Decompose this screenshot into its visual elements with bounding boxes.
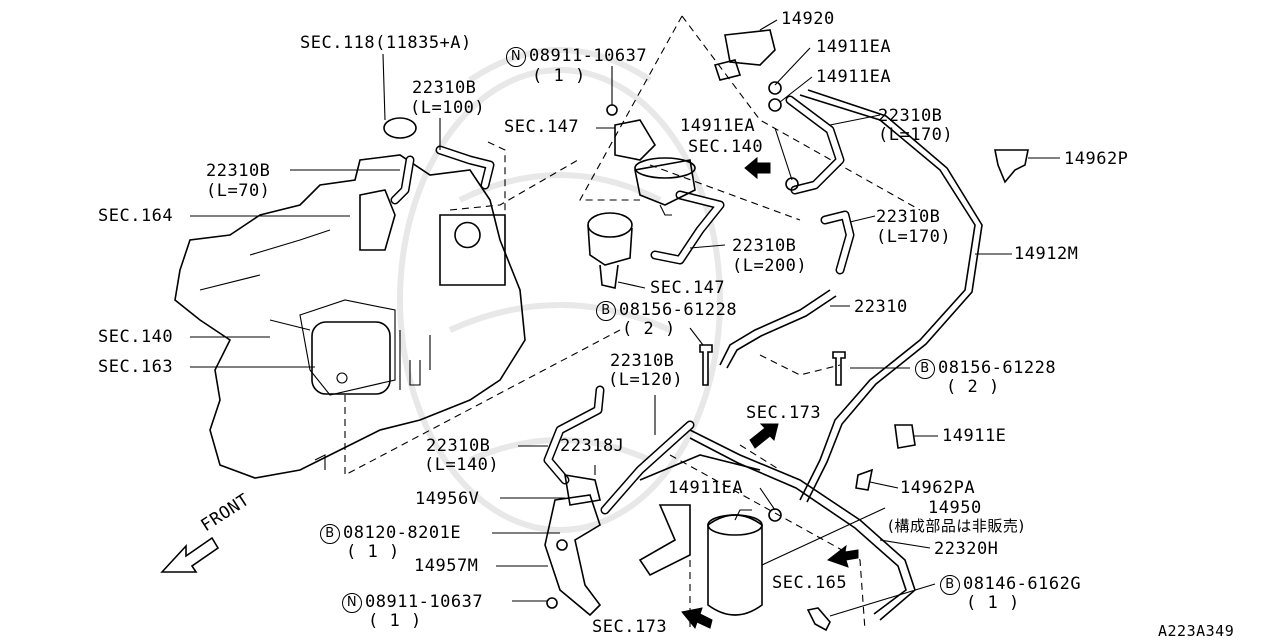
vacuum-hoses (390, 95, 855, 515)
label-14920: 14920 (781, 9, 835, 29)
label-22310b-140: 22310B (426, 436, 491, 456)
label-14912m: 14912M (1014, 244, 1079, 264)
watermark-logo (397, 47, 723, 533)
canister-14950 (638, 504, 763, 616)
label-22310b-70-length: (L=70) (206, 181, 271, 201)
arrow-sec140 (744, 156, 771, 180)
label-22310b-120: 22310B (610, 351, 675, 371)
arrow-sec173-right (749, 423, 779, 449)
purge-control-valve (614, 119, 696, 216)
label-14911e: 14911E (942, 426, 1007, 446)
label-14962pa: 14962PA (900, 478, 976, 498)
label-22310b-170a: 22310B (878, 106, 943, 126)
label-22310b-100: 22310B (412, 78, 477, 98)
label-sec165: SEC.165 (772, 573, 848, 593)
label-22310b-170b: 22310B (876, 207, 941, 227)
label-14950-note: (構成部品は非販売) (888, 517, 1025, 535)
label-08146-qty: ( 1 ) (966, 593, 1020, 613)
label-22310: 22310 (854, 297, 908, 317)
direction-arrows (160, 156, 859, 630)
engine-assembly (174, 154, 526, 479)
label-sec173-bot: SEC.173 (592, 617, 668, 637)
label-22310b-100-length: (L=100) (410, 98, 486, 118)
label-14911ea-4: 14911EA (668, 478, 744, 498)
label-22310b-70: 22310B (206, 161, 271, 181)
diagram-code: A223A349 (1158, 622, 1235, 640)
label-08156-top-qty: ( 2 ) (622, 319, 676, 339)
label-sec163: SEC.163 (98, 357, 174, 377)
label-22318j: 22318J (560, 436, 625, 456)
label-08120-qty: ( 1 ) (346, 542, 400, 562)
b-marker-icon: B (915, 359, 935, 379)
label-08911-top-qty: ( 1 ) (532, 66, 586, 86)
b-marker-icon: B (596, 301, 616, 321)
label-14956v: 14956V (415, 489, 480, 509)
bolts (546, 104, 846, 632)
label-14911ea-2: 14911EA (816, 67, 892, 87)
label-14950: 14950 (928, 498, 982, 518)
label-22310b-170b-length: (L=170) (876, 227, 952, 247)
clips (768, 81, 1029, 522)
label-22310b-120-length: (L=120) (608, 370, 684, 390)
label-22310b-140-length: (L=140) (424, 455, 500, 475)
b-marker-icon: B (940, 575, 960, 595)
label-14911ea-3: 14911EA (680, 116, 756, 136)
n-marker-icon: N (506, 47, 526, 67)
label-22310b-200: 22310B (732, 236, 797, 256)
label-sec118: SEC.118(11835+A) (300, 33, 472, 53)
label-14911ea-1: 14911EA (816, 37, 892, 57)
front-arrow-icon (160, 536, 220, 573)
solenoid-14920 (713, 29, 776, 81)
label-sec164: SEC.164 (98, 206, 174, 226)
arrow-sec173-bot (681, 607, 713, 630)
label-sec140-arrow: SEC.140 (688, 137, 764, 157)
label-sec147-top: SEC.147 (504, 117, 580, 137)
bracket-14957m (544, 474, 602, 617)
label-22320h: 22320H (934, 539, 999, 559)
label-22310b-170a-length: (L=170) (878, 125, 954, 145)
leader-dashes (344, 15, 921, 631)
n-marker-icon: N (342, 593, 362, 613)
label-08156-right-qty: ( 2 ) (946, 377, 1000, 397)
leader-lines (190, 19, 1060, 617)
b-marker-icon: B (320, 524, 340, 544)
label-14957m: 14957M (414, 556, 479, 576)
label-sec147-mid: SEC.147 (650, 278, 726, 298)
label-22310b-200-length: (L=200) (732, 256, 808, 276)
label-sec173-right: SEC.173 (746, 403, 822, 423)
label-14962p: 14962P (1064, 149, 1129, 169)
egr-valve (587, 212, 633, 289)
label-sec140: SEC.140 (98, 327, 174, 347)
label-08911-bot-qty: ( 1 ) (368, 611, 422, 631)
arrow-sec165 (826, 544, 859, 568)
